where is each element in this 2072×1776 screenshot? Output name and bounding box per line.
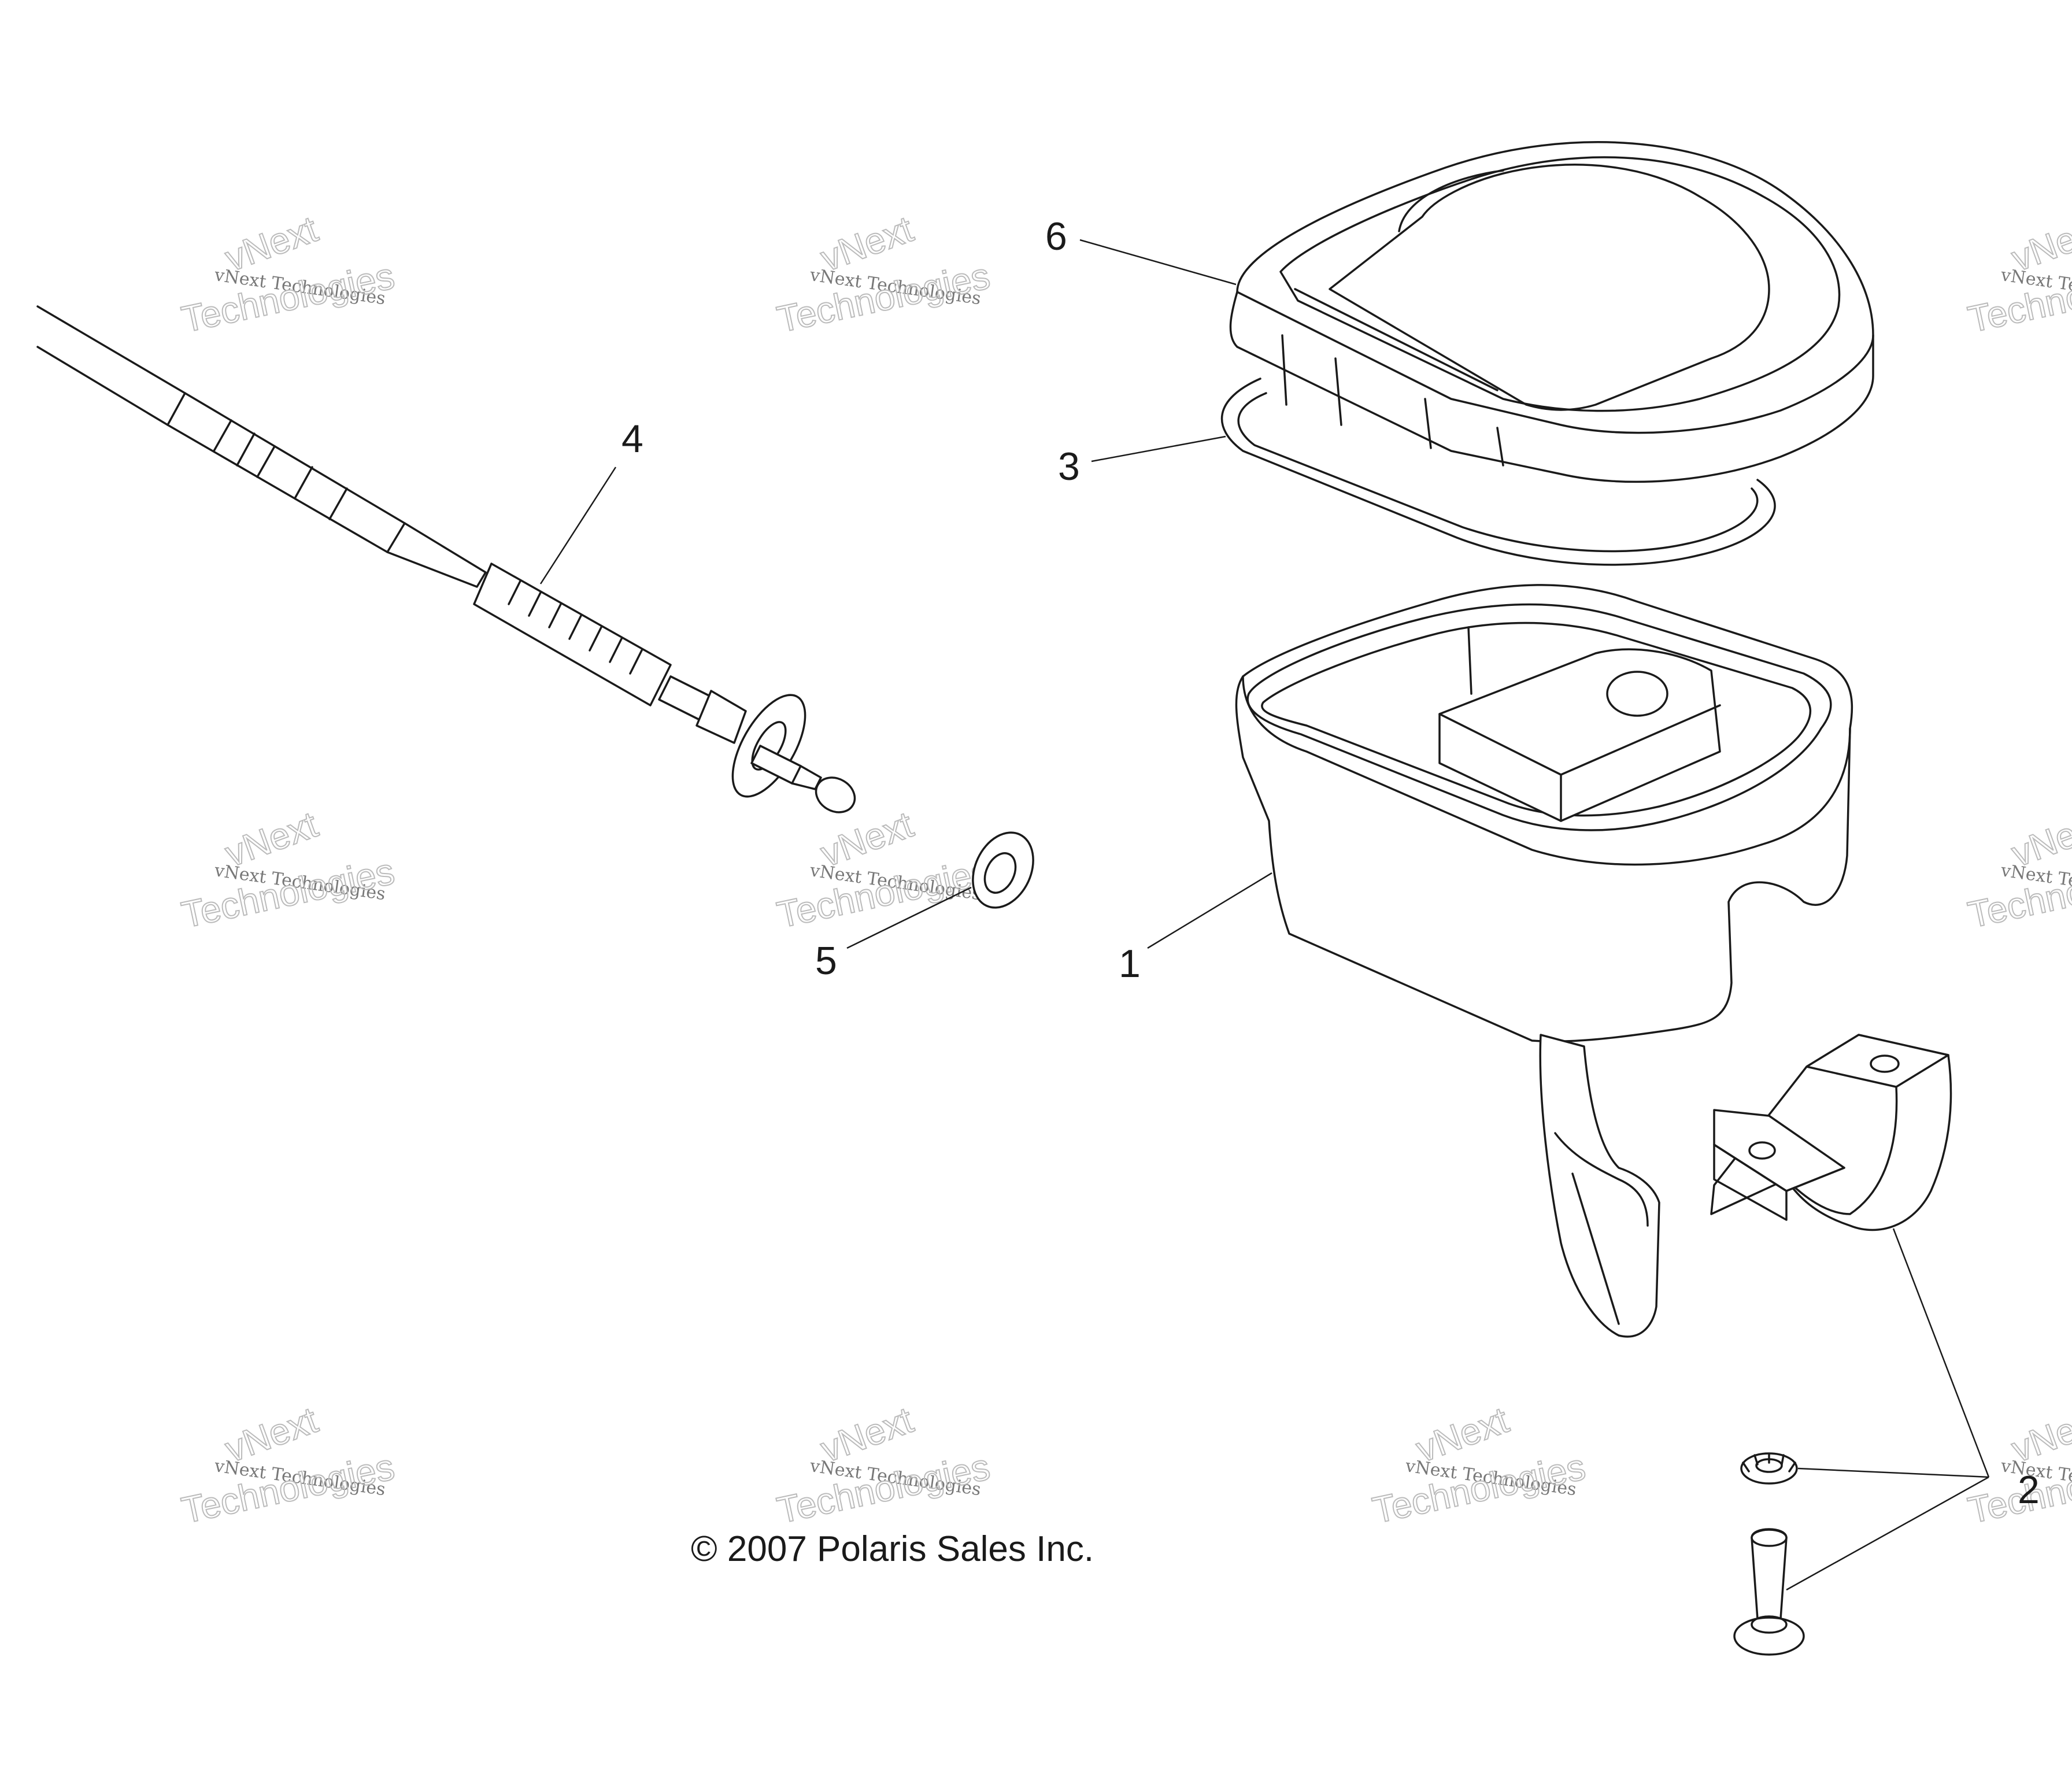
throttle-housing — [1235, 584, 1853, 1338]
watermark-big-text: Technologies — [774, 255, 993, 341]
handlebar-clamp — [1710, 1034, 1952, 1231]
watermark-big-text: Technologies — [178, 255, 398, 341]
washer — [972, 831, 1034, 909]
gasket — [1220, 378, 1776, 566]
callout-4: 4 — [621, 417, 643, 461]
screw — [1733, 1528, 1805, 1656]
callout-6: 6 — [1045, 214, 1067, 258]
watermark-big-text: Technologies — [178, 850, 398, 936]
callout-5: 5 — [815, 939, 837, 983]
watermark-big-text: Technologies — [774, 1446, 993, 1531]
callout-1: 1 — [1119, 942, 1141, 986]
throttle-cable — [36, 305, 856, 813]
leader-lines — [539, 239, 1990, 1591]
housing-cover — [1229, 141, 1874, 483]
watermark-big-text: Technologies — [1369, 1446, 1589, 1531]
callout-3: 3 — [1058, 445, 1080, 489]
callout-2: 2 — [2018, 1468, 2040, 1512]
watermark-big-text: Technologies — [178, 1446, 398, 1531]
copyright-text: © 2007 Polaris Sales Inc. — [691, 1529, 1094, 1569]
lock-washer — [1740, 1452, 1798, 1485]
